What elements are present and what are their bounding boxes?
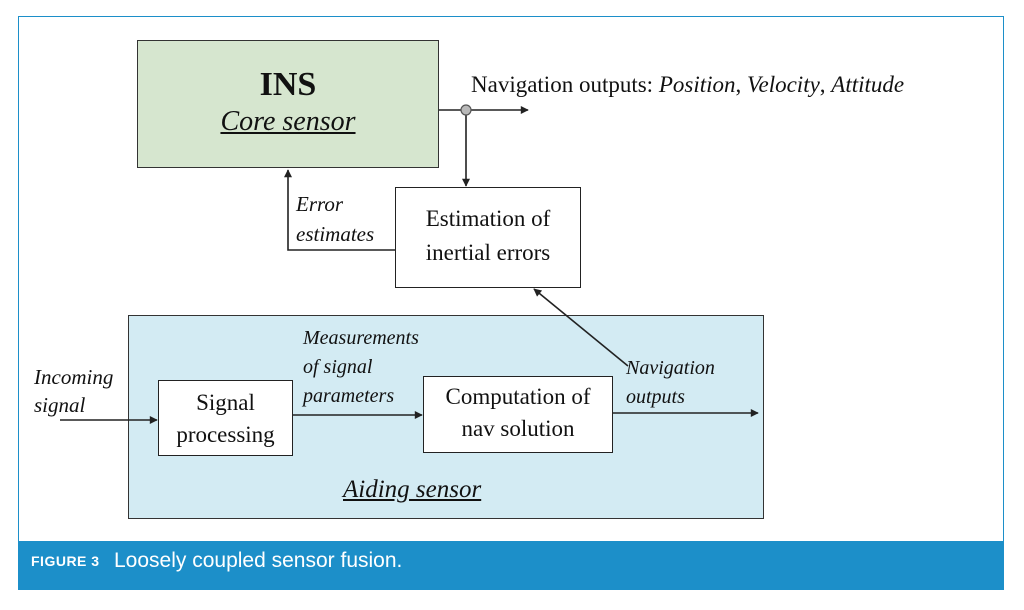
- ins-title: INS: [259, 66, 317, 103]
- aiding-sensor-label: Aiding sensor: [343, 476, 482, 503]
- estimation-line1: Estimation of: [425, 206, 551, 231]
- caption-bar: FIGURE 3 Loosely coupled sensor fusion.: [19, 541, 1003, 589]
- computation-box: [423, 376, 613, 453]
- aiding-to-estimation-arrow: [533, 288, 629, 367]
- computation-line1: Computation of: [445, 384, 591, 409]
- signal-processing-line1: Signal: [196, 390, 255, 415]
- ins-box: [137, 40, 439, 168]
- signal-processing-box: [158, 380, 293, 456]
- nav-outputs-label: Navigation outputs: Position, Velocity, …: [471, 72, 904, 98]
- incoming-signal-line1: Incoming: [34, 365, 114, 389]
- estimation-line2: inertial errors: [425, 240, 551, 265]
- nav-output-velocity: Velocity: [747, 72, 820, 97]
- junction-dot: [460, 104, 472, 116]
- error-estimates-line2: estimates: [296, 222, 375, 246]
- incoming-signal-line2: signal: [34, 393, 86, 417]
- nav-output-sep2: ,: [819, 72, 832, 97]
- signal-processing-line2: processing: [176, 422, 275, 447]
- error-feedback-arrow: [284, 169, 395, 251]
- nav-output-position: Position: [658, 72, 736, 97]
- nav-outputs-prefix: Navigation outputs:: [471, 72, 659, 97]
- aiding-nav-outputs-line1: Navigation: [626, 357, 715, 379]
- aiding-nav-outputs-line2: outputs: [626, 386, 685, 408]
- computation-line2: nav solution: [461, 416, 575, 441]
- nav-output-sep1: ,: [735, 72, 747, 97]
- error-estimates-line1: Error: [296, 192, 344, 216]
- ins-subtitle: Core sensor: [220, 106, 356, 137]
- estimation-box: [395, 187, 581, 288]
- measurements-line1: Measurements: [303, 327, 419, 349]
- measurements-line3: parameters: [303, 385, 395, 407]
- figure-caption: Loosely coupled sensor fusion.: [114, 549, 403, 572]
- measurements-line2: of signal: [303, 356, 373, 378]
- figure-label: FIGURE 3: [31, 553, 100, 569]
- nav-output-attitude: Attitude: [831, 72, 905, 97]
